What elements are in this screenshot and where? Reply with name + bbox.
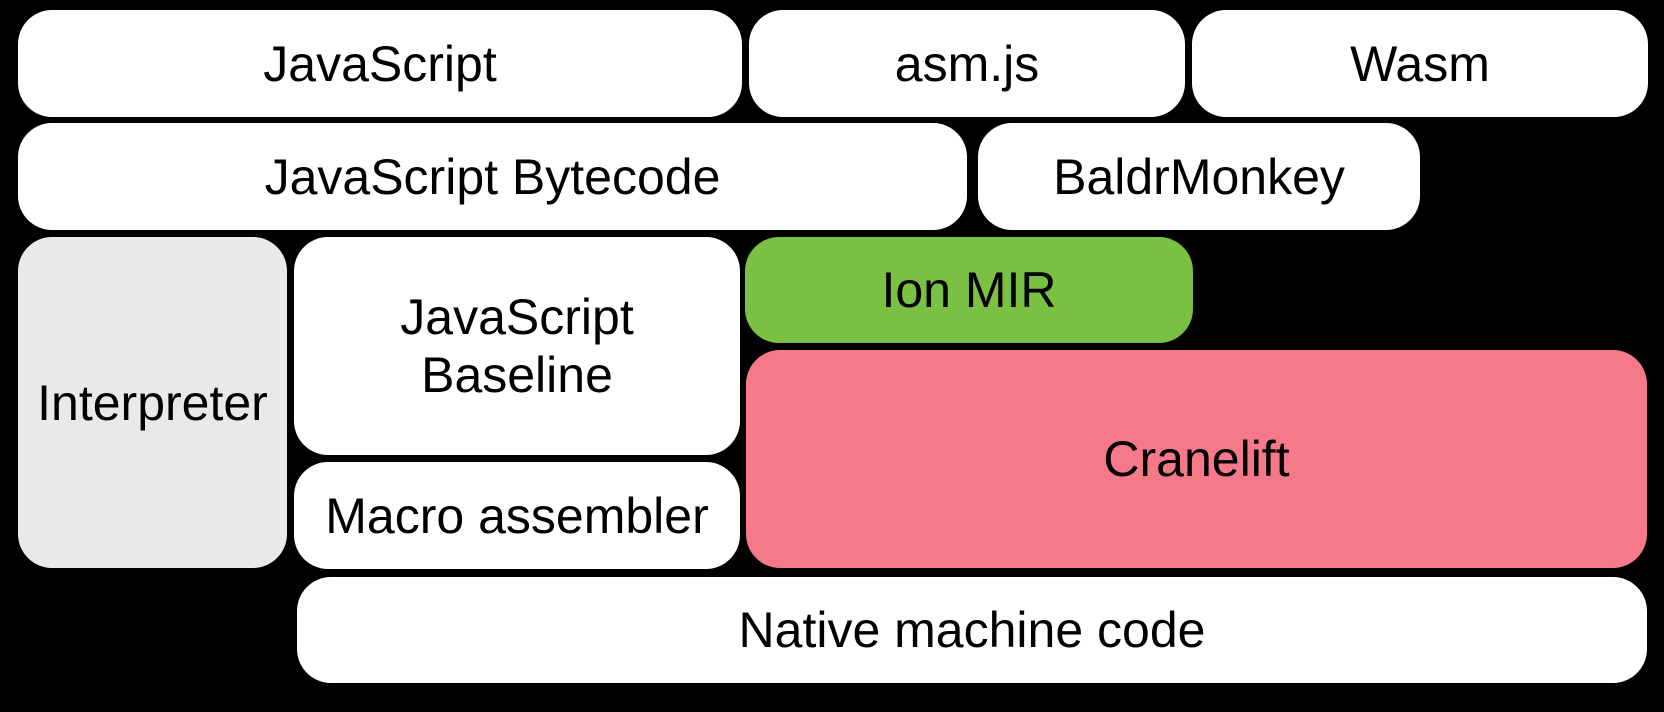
box-asmjs: asm.js: [749, 10, 1185, 117]
box-interpreter-label: Interpreter: [37, 374, 268, 431]
box-macro-assembler: Macro assembler: [294, 462, 740, 569]
box-javascript-bytecode-label: JavaScript Bytecode: [264, 148, 721, 205]
box-macro-assembler-label: Macro assembler: [325, 487, 709, 544]
box-ion-mir-label: Ion MIR: [881, 262, 1057, 318]
box-cranelift: Cranelift: [746, 350, 1647, 568]
box-native-machine-code: Native machine code: [297, 577, 1647, 683]
box-wasm: Wasm: [1192, 10, 1648, 117]
box-interpreter: Interpreter: [18, 237, 287, 568]
box-wasm-label: Wasm: [1350, 35, 1490, 92]
box-javascript: JavaScript: [18, 10, 742, 117]
box-baldrmonkey: BaldrMonkey: [978, 123, 1420, 230]
box-javascript-bytecode: JavaScript Bytecode: [18, 123, 967, 230]
box-baldrmonkey-label: BaldrMonkey: [1053, 148, 1345, 205]
box-native-machine-code-label: Native machine code: [738, 602, 1206, 658]
box-javascript-baseline-label: JavaScript Baseline: [400, 289, 634, 403]
box-javascript-label: JavaScript: [263, 35, 497, 92]
box-asmjs-label: asm.js: [894, 35, 1040, 92]
box-ion-mir: Ion MIR: [745, 237, 1193, 343]
box-cranelift-label: Cranelift: [1103, 431, 1290, 487]
box-javascript-baseline: JavaScript Baseline: [294, 237, 740, 455]
